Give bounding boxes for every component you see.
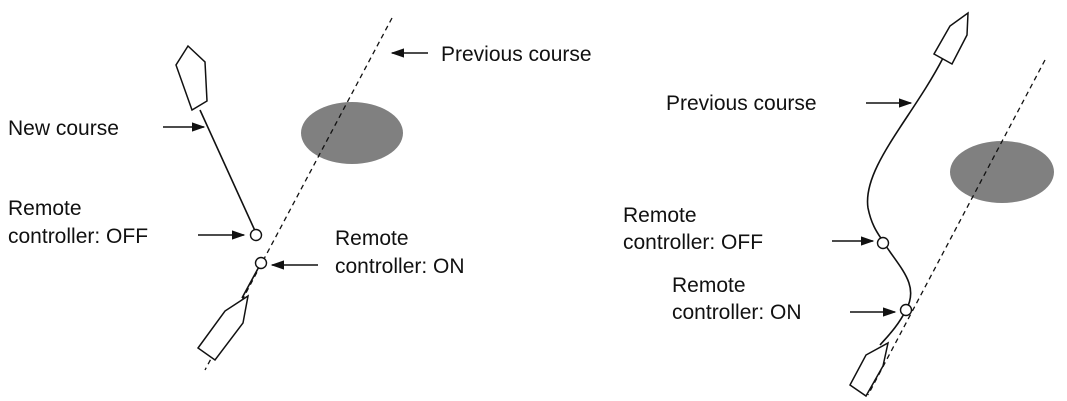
right-remote-on-label-line2: controller: ON	[672, 301, 802, 324]
left-obstacle	[301, 102, 403, 164]
right-course-curve	[866, 57, 944, 346]
left-new-course-boat-icon	[175, 44, 208, 112]
right-obstacle	[950, 141, 1054, 203]
left-course-connector	[241, 262, 262, 299]
right-remote-on-label-line1: Remote	[672, 274, 746, 297]
right-previous-course-label: Previous course	[666, 92, 817, 115]
left-remote-on-label-line1: Remote	[335, 227, 409, 250]
left-remote-on-label-line2: controller: ON	[335, 255, 465, 278]
right-panel: Previous course Remote controller: OFF R…	[623, 11, 1054, 398]
right-previous-course-line	[867, 59, 1046, 396]
right-course-boat-icon	[932, 11, 969, 66]
left-remote-off-label-line1: Remote	[8, 197, 82, 220]
left-panel: Previous course New course Remote contro…	[8, 17, 592, 371]
left-start-boat-icon	[196, 294, 250, 362]
left-new-course-line	[199, 109, 257, 234]
left-remote-off-marker	[249, 228, 263, 242]
left-remote-on-marker	[254, 256, 268, 270]
right-remote-on-marker	[899, 303, 913, 317]
left-previous-course-line	[204, 17, 393, 371]
left-new-course-label: New course	[8, 117, 119, 140]
left-previous-course-label: Previous course	[441, 43, 592, 66]
right-start-boat-icon	[849, 341, 890, 398]
right-remote-off-label-line1: Remote	[623, 204, 697, 227]
right-remote-off-label-line2: controller: OFF	[623, 231, 763, 254]
left-remote-off-label-line2: controller: OFF	[8, 225, 148, 248]
right-remote-off-marker	[876, 236, 890, 250]
